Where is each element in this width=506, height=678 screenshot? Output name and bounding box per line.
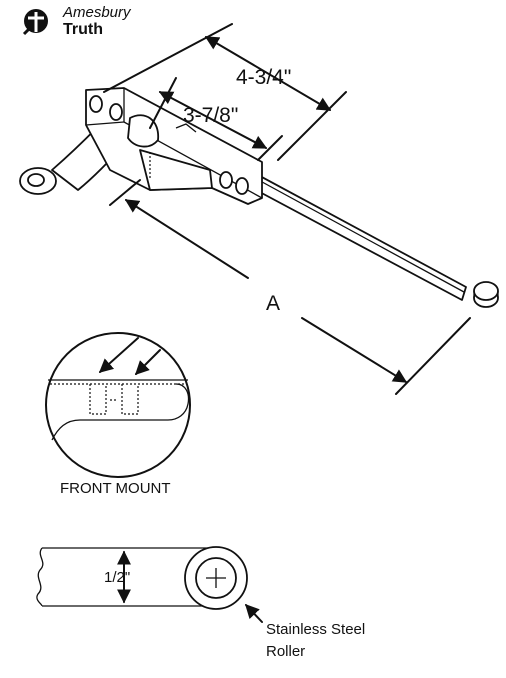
- dimension-inner-label: 3-7/8": [183, 104, 238, 127]
- roller-height-label: 1/2": [104, 569, 130, 586]
- brand-name-bottom: Truth: [63, 21, 103, 38]
- roller-caption-line2: Roller: [266, 643, 305, 660]
- dimension-length-label: A: [266, 292, 280, 315]
- logo-mark-icon: [22, 9, 48, 36]
- roller-detail: 1/2" Stainless Steel Roller: [36, 546, 365, 660]
- brand-name-top: Amesbury: [62, 4, 132, 21]
- brand-logo: Amesbury Truth: [22, 4, 132, 38]
- operator-illustration: [19, 87, 499, 308]
- dimension-outer: 4-3/4": [103, 23, 347, 161]
- arm-end-roller: [473, 281, 499, 308]
- dimension-length: A: [109, 179, 471, 395]
- dimension-outer-label: 4-3/4": [236, 66, 291, 89]
- front-mount-detail: FRONT MOUNT: [45, 332, 191, 497]
- roller-caption-line1: Stainless Steel: [266, 621, 365, 638]
- dimension-inner: 3-7/8": [149, 77, 283, 161]
- front-mount-caption: FRONT MOUNT: [60, 480, 171, 497]
